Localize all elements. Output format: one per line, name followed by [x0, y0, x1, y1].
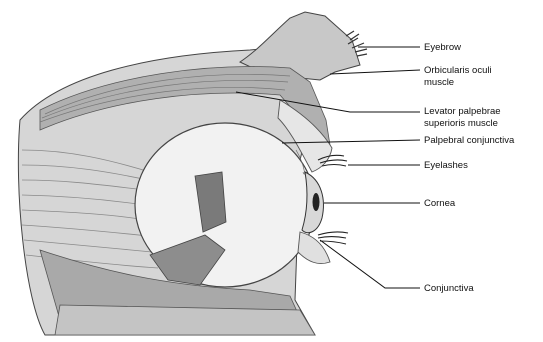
label-eyebrow: Eyebrow — [424, 42, 461, 53]
label-palpebral-conjunctiva: Palpebral conjunctiva — [424, 135, 515, 146]
pupil — [313, 193, 320, 211]
label-orbicularis-oculi-muscle: Orbicularis oculi muscle — [424, 65, 494, 88]
eye-cross-section-illustration — [18, 12, 367, 335]
lower-orbit-strip — [55, 305, 315, 335]
labels: Eyebrow Orbicularis oculi muscle Levator… — [424, 42, 515, 294]
label-eyelashes: Eyelashes — [424, 160, 468, 171]
label-conjunctiva: Conjunctiva — [424, 283, 474, 294]
label-cornea: Cornea — [424, 198, 456, 209]
label-levator-palpebrae-superioris-muscle: Levator palpebrae superioris muscle — [424, 106, 503, 129]
leader-line-conjunctiva — [320, 240, 420, 288]
leader-line-orbicularis — [330, 70, 420, 74]
